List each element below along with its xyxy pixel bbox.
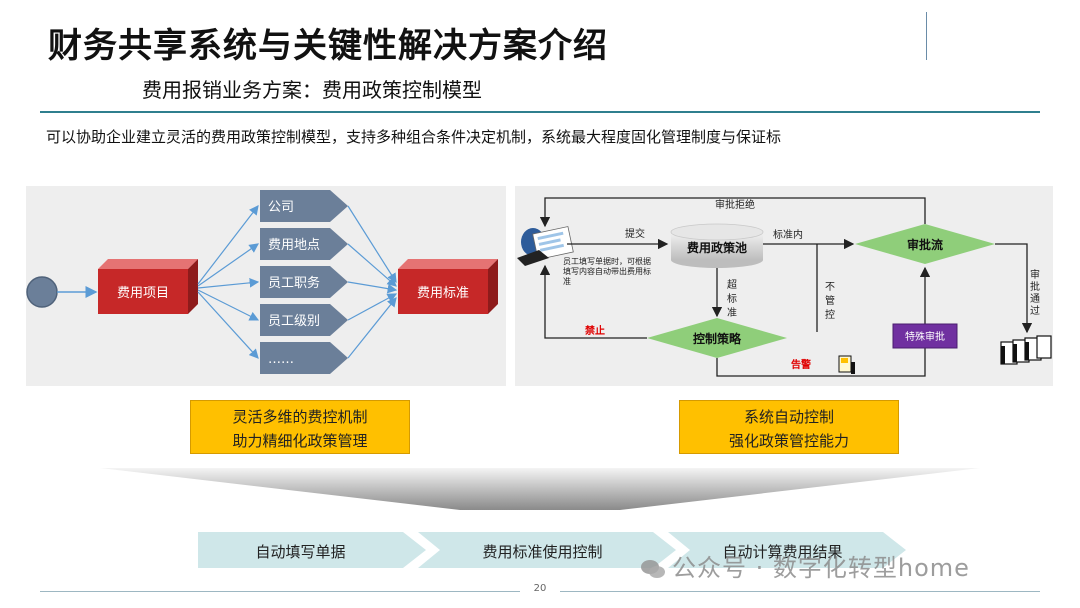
control-strategy-label: 控制策略 xyxy=(693,331,742,346)
description-text: 可以协助企业建立灵活的费用政策控制模型，支持多种组合条件决定机制，系统最大程度固… xyxy=(46,128,782,146)
process-step-2-label-wrap: 费用标准使用控制 xyxy=(430,532,655,568)
approval-flow-diamond: 审批流 xyxy=(855,224,995,264)
exceed-char-3: 准 xyxy=(727,307,737,319)
condition-2: 费用地点 xyxy=(260,228,348,260)
policy-pool-label: 费用政策池 xyxy=(687,240,747,255)
process-step-3-label: 自动计算费用结果 xyxy=(722,543,843,561)
converging-fan xyxy=(100,468,980,510)
highlight-right-line-1: 系统自动控制 xyxy=(743,408,834,426)
warning-doc-icon xyxy=(838,355,855,374)
archive-documents-icon xyxy=(1000,335,1052,365)
process-step-1-label-wrap: 自动填写单据 xyxy=(198,532,403,568)
approved-char-1: 审 xyxy=(1030,268,1040,281)
wechat-icon xyxy=(640,558,666,580)
page-subtitle: 费用报销业务方案：费用政策控制模型 xyxy=(142,78,482,102)
approval-flow-label: 审批流 xyxy=(907,237,943,252)
condition-4: 员工级别 xyxy=(260,304,348,336)
approved-char-3: 通 xyxy=(1030,293,1040,305)
note-line-3: 准 xyxy=(563,276,571,286)
top-rule xyxy=(40,111,1040,113)
watermark-text: 公众号 · 数字化转型home xyxy=(672,554,970,582)
condition-label: 公司 xyxy=(268,200,294,215)
process-step-1-label: 自动填写单据 xyxy=(255,543,346,561)
policy-dimension-diagram: 费用项目 公司 费用地点 员工职务 xyxy=(26,190,498,374)
highlight-box-right: 系统自动控制 强化政策管控能力 xyxy=(679,400,899,454)
condition-3: 员工职务 xyxy=(260,266,348,298)
highlight-left-line-2: 助力精细化政策管理 xyxy=(232,432,368,450)
right-diagram-panel: 审批拒绝 员工填写单据时，可根据 填写内容自动带出费用标 准 提交 费用政策池 … xyxy=(515,186,1053,386)
submit-label: 提交 xyxy=(625,227,645,240)
special-approval-label: 特殊审批 xyxy=(905,330,945,343)
condition-label: 员工职务 xyxy=(268,275,320,291)
note-line-2: 填写内容自动带出费用标 xyxy=(563,266,651,276)
start-node xyxy=(26,276,58,308)
within-standard-label: 标准内 xyxy=(773,228,803,241)
approved-char-2: 批 xyxy=(1030,280,1040,293)
condition-label: 员工级别 xyxy=(268,314,320,329)
special-approval-box: 特殊审批 xyxy=(892,323,958,349)
approval-flow-diagram: 审批拒绝 员工填写单据时，可根据 填写内容自动带出费用标 准 提交 费用政策池 … xyxy=(517,197,1052,377)
process-step-2-label: 费用标准使用控制 xyxy=(482,543,603,561)
no-control-char-3: 控 xyxy=(825,308,835,321)
header-divider xyxy=(926,12,927,60)
source-box: 费用项目 xyxy=(98,259,198,314)
forbid-label: 禁止 xyxy=(584,324,605,337)
process-step-1 xyxy=(198,532,426,568)
target-box-label: 费用标准 xyxy=(417,286,469,301)
highlight-right-line-2: 强化政策管控能力 xyxy=(728,432,849,450)
bottom-rule-left xyxy=(40,591,520,592)
process-step-3-label-wrap: 自动计算费用结果 xyxy=(680,532,885,568)
exceed-char-1: 超 xyxy=(727,278,737,291)
target-box: 费用标准 xyxy=(398,259,498,314)
no-control-char-2: 管 xyxy=(825,294,835,307)
condition-1: 公司 xyxy=(260,190,348,222)
page-number: 20 xyxy=(533,583,547,594)
no-control-char-1: 不 xyxy=(825,282,835,293)
highlight-box-left: 灵活多维的费控机制 助力精细化政策管理 xyxy=(190,400,410,454)
left-diagram-panel: 费用项目 公司 费用地点 员工职务 xyxy=(26,186,506,386)
exceed-char-2: 标 xyxy=(727,293,737,305)
highlight-left-line-1: 灵活多维的费控机制 xyxy=(232,408,368,426)
condition-label: 费用地点 xyxy=(268,238,320,253)
source-box-label: 费用项目 xyxy=(117,286,169,301)
process-step-2 xyxy=(418,532,676,568)
condition-5: …… xyxy=(260,342,348,374)
process-step-3 xyxy=(668,532,906,568)
employee-form-icon xyxy=(517,226,574,266)
policy-pool: 费用政策池 xyxy=(670,223,764,268)
watermark: 公众号 · 数字化转型home xyxy=(640,548,970,583)
note-line-1: 员工填写单据时，可根据 xyxy=(563,256,651,266)
warn-label: 告警 xyxy=(791,358,811,371)
approved-char-4: 过 xyxy=(1030,304,1040,317)
control-strategy-diamond: 控制策略 xyxy=(647,318,787,358)
condition-label: …… xyxy=(268,352,294,367)
bottom-rule-right xyxy=(560,591,1040,592)
reject-label: 审批拒绝 xyxy=(715,198,755,211)
page-title: 财务共享系统与关键性解决方案介绍 xyxy=(48,26,608,66)
